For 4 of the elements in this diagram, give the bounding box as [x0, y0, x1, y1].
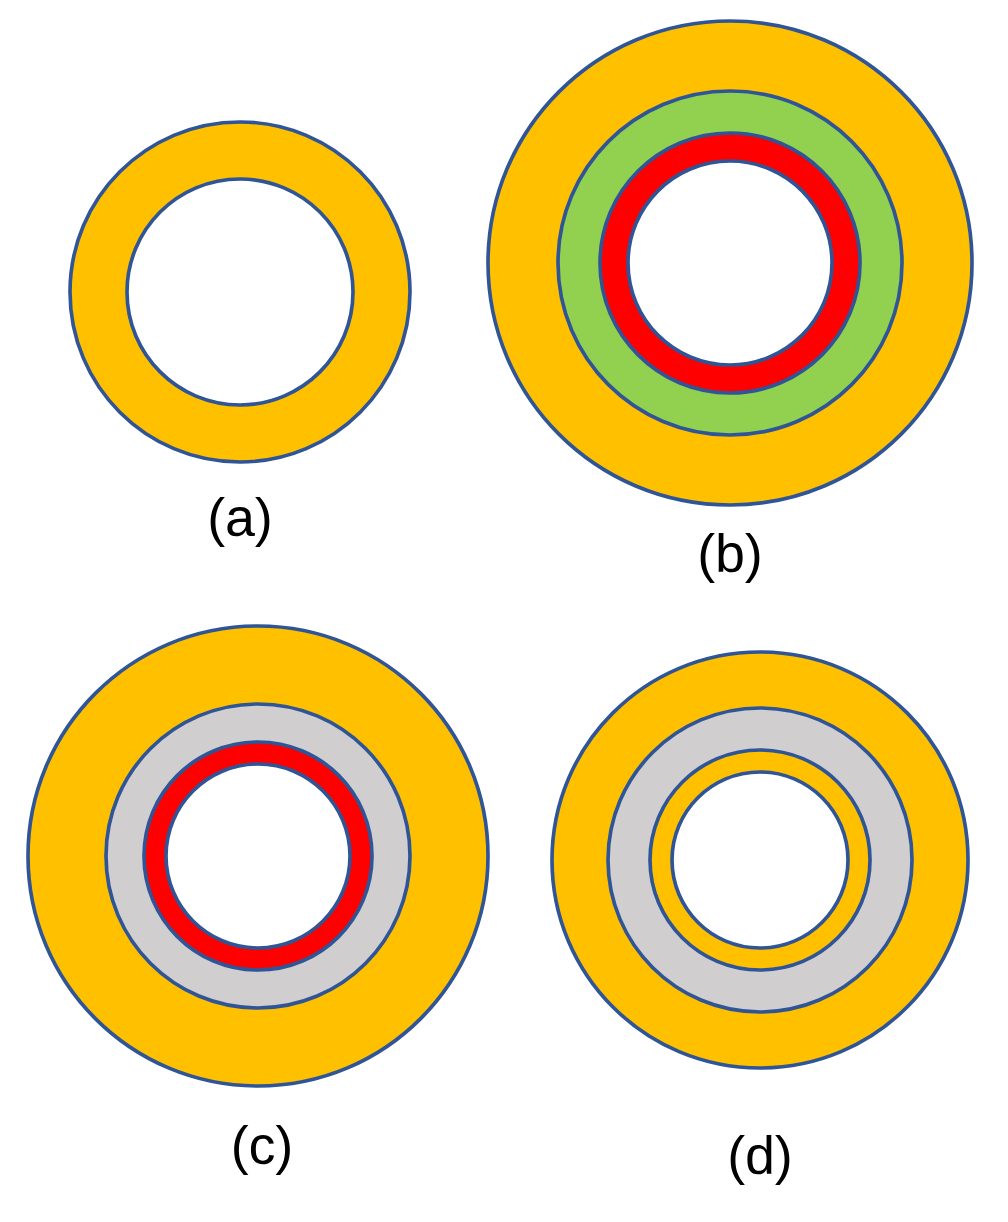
panel-label: (a) — [210, 497, 270, 547]
panel-label: (b) — [700, 533, 760, 583]
panel-label: (c) — [234, 1125, 290, 1175]
panel-label: (d) — [730, 1135, 790, 1185]
